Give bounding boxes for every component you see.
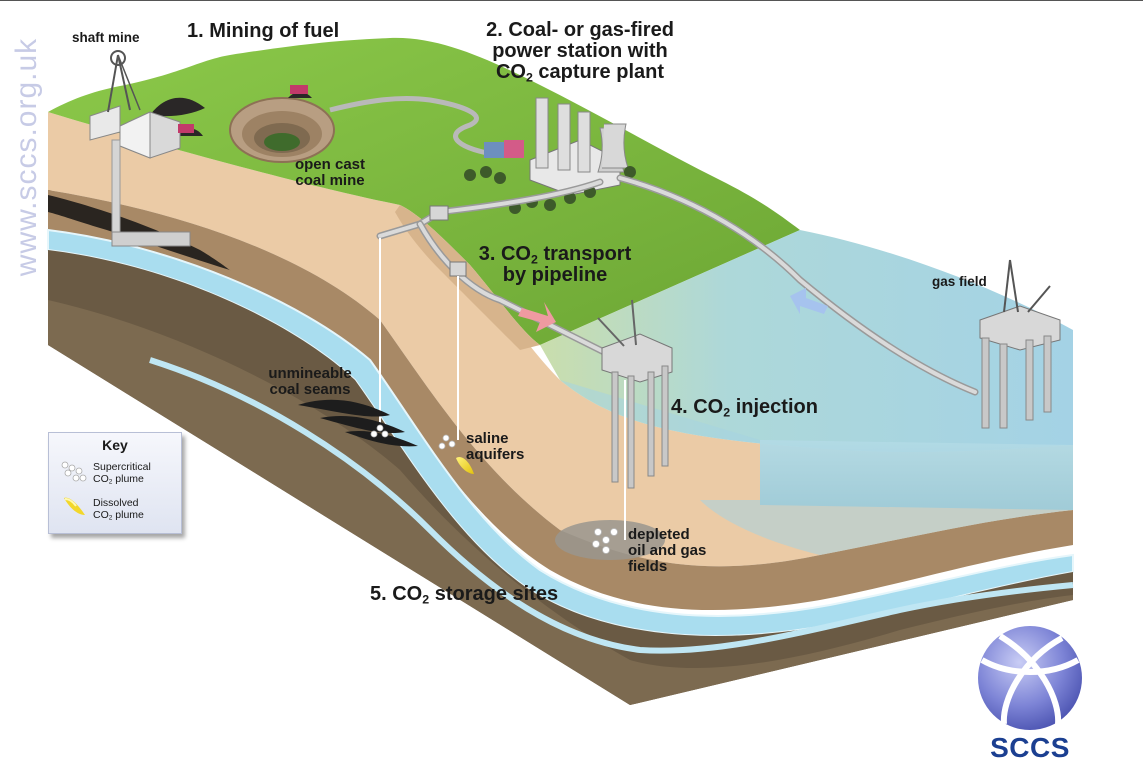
transport-pre: 3. CO [478, 243, 531, 265]
sea-surface [540, 230, 1073, 453]
power-station [529, 97, 629, 196]
label-co2-injection: 4. CO2 injection [671, 396, 818, 420]
road [329, 95, 501, 158]
gas-field-platform [979, 259, 1061, 429]
power-station-line3: CO2 capture plant [475, 61, 685, 85]
sea-front-face [760, 440, 1073, 510]
transport-line2: by pipeline [502, 264, 608, 286]
key-dissolved-sub: 2 [108, 514, 113, 522]
open-cast-line2: coal mine [295, 171, 365, 189]
key-item-dissolved-line2: CO2 plume [93, 508, 144, 522]
label-co2-storage: 5. CO2 storage sites [370, 583, 559, 607]
front-brown-layer [48, 190, 1073, 610]
key-dissolved-plume: plume [112, 508, 144, 521]
supercritical-plume [370, 424, 618, 554]
key-item-dissolved-line1: Dissolved [93, 497, 139, 509]
storage-pre: 5. CO [370, 583, 423, 605]
key-title: Key [102, 437, 128, 453]
label-gas-field: gas field [932, 274, 987, 289]
flow-arrow-pink-icon [518, 302, 556, 332]
saline-line2: aquifers [466, 445, 525, 463]
coal-seams [298, 399, 418, 447]
depleted-line1: depleted [628, 526, 690, 543]
key-item-supercritical-line1: Supercritical [93, 461, 151, 473]
unmineable-line2: coal seams [269, 380, 351, 398]
flow-arrow-blue-icon [790, 288, 828, 314]
saline-line1: saline [466, 430, 509, 447]
depleted-line2: oil and gas [628, 541, 707, 559]
key-supercritical-sub: 2 [108, 478, 113, 486]
website-watermark: www.sccs.org.uk [10, 37, 43, 277]
label-depleted-fields: depleted oil and gas fields [628, 527, 706, 574]
lower-aquifer-band [149, 357, 1074, 654]
open-cast-line1: open cast [294, 156, 366, 173]
label-power-station: 2. Coal- or gas-fired power station with… [475, 19, 685, 85]
key-dissolved-co: CO [93, 508, 109, 521]
key-item-supercritical: Supercritical CO2 plume [93, 461, 151, 486]
key-supercritical-co: CO [93, 472, 109, 485]
label-saline-aquifers: saline aquifers [466, 431, 524, 463]
dissolved-plume-icon [64, 497, 85, 515]
key-item-dissolved: Dissolved CO2 plume [93, 497, 144, 522]
transport-post: transport [537, 243, 632, 265]
unmineable-line1: unmineable [268, 365, 352, 382]
injection-sub: 2 [723, 405, 731, 420]
storage-sub: 2 [422, 592, 430, 607]
label-unmineable-coal-seams: unmineable coal seams [255, 366, 365, 398]
front-dark-rock [48, 250, 1073, 705]
power-station-line2: power station with [492, 40, 668, 62]
pipe-junction [429, 205, 449, 221]
label-shaft-mine: shaft mine [72, 30, 140, 45]
key-item-supercritical-line2: CO2 plume [93, 472, 151, 486]
key-legend: Key Supercritical CO2 plume Dissolved CO… [48, 432, 182, 534]
power-station-sub: 2 [525, 70, 533, 85]
sccs-logo-text: SCCS [990, 732, 1070, 763]
label-co2-transport: 3. CO2 transport by pipeline [460, 244, 650, 286]
label-mining-of-fuel: 1. Mining of fuel [187, 20, 340, 42]
label-open-cast: open cast coal mine [285, 157, 375, 189]
truck-icon [290, 85, 308, 94]
dissolved-plume [456, 456, 474, 474]
depleted-field-pocket [555, 520, 665, 560]
key-supercritical-plume: plume [112, 472, 144, 485]
power-station-co: CO [495, 61, 526, 83]
transport-line1: 3. CO2 transport [460, 243, 650, 267]
top-border [0, 0, 1143, 1]
transport-sub: 2 [531, 252, 538, 267]
shaft-mine-buildings [89, 50, 191, 247]
power-station-capture: capture plant [532, 61, 665, 83]
sccs-logo [978, 626, 1082, 730]
depleted-line3: fields [628, 557, 668, 575]
supercritical-plume-icon [61, 461, 87, 482]
injection-post: injection [730, 396, 818, 418]
injection-platform [597, 299, 673, 489]
storage-post: storage sites [429, 583, 559, 605]
coal-heap [150, 97, 205, 117]
injection-pre: 4. CO [671, 396, 724, 418]
power-station-line1: 2. Coal- or gas-fired [486, 19, 674, 41]
